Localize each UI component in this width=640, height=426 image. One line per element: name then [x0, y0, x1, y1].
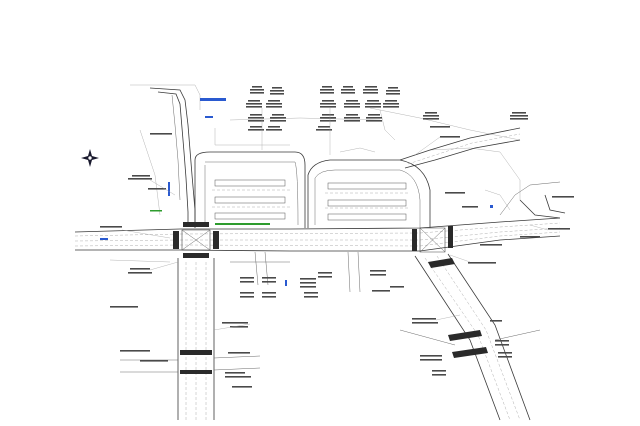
- west-intersection: [173, 222, 219, 258]
- main-arterial-road: [74, 194, 566, 252]
- north-arrow-icon: [81, 149, 99, 167]
- background-streets: [109, 84, 521, 263]
- annotation-callouts: [100, 86, 574, 388]
- east-intersection: [412, 226, 453, 253]
- northeast-branch-road: [399, 127, 561, 216]
- south-side-streets: [100, 238, 361, 293]
- south-road-west: [120, 258, 261, 420]
- southeast-diagonal-road: [399, 253, 541, 421]
- northwest-access-road: [149, 87, 226, 225]
- bus-terminal-loop: [150, 151, 431, 228]
